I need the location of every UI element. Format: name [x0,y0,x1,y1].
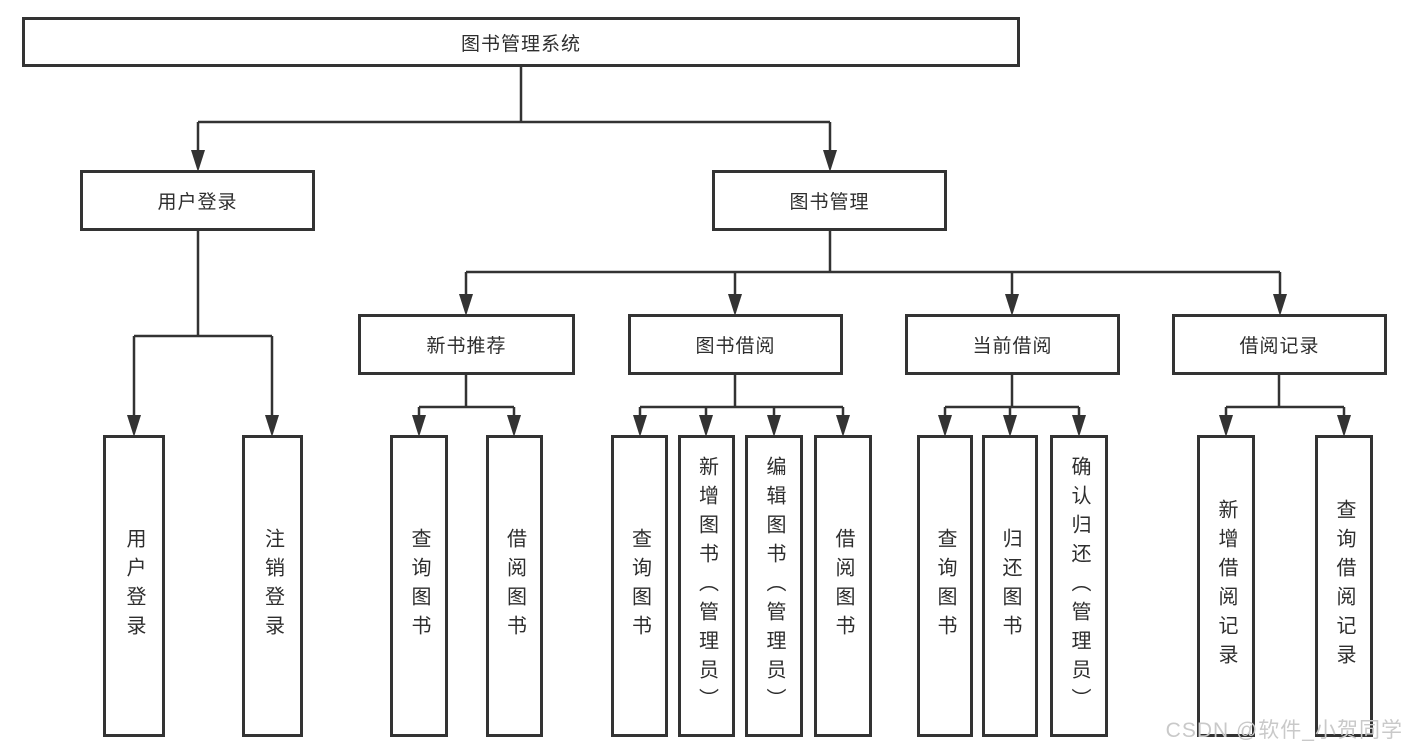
leaf-bb-borrow-books: 借阅图书 [814,435,872,737]
leaf-bb-edit-books-admin-label: 编辑图书（管理员） [763,455,785,717]
leaf-user-login-label: 用户登录 [123,528,145,644]
node-book-borrow: 图书借阅 [628,314,843,375]
leaf-nb-query-books-label: 查询图书 [408,528,430,644]
leaf-cb-return-books: 归还图书 [982,435,1038,737]
leaf-cb-return-books-label: 归还图书 [999,528,1021,644]
leaf-nb-borrow-books-label: 借阅图书 [503,528,526,644]
node-current-borrow: 当前借阅 [905,314,1120,375]
node-root: 图书管理系统 [22,17,1020,67]
node-borrow-records: 借阅记录 [1172,314,1387,375]
leaf-user-login: 用户登录 [103,435,165,737]
leaf-cb-query-books-label: 查询图书 [934,528,956,644]
leaf-cb-confirm-return-admin: 确认归还（管理员） [1050,435,1108,737]
leaf-br-add-record-label: 新增借阅记录 [1215,499,1237,673]
leaf-bb-edit-books-admin: 编辑图书（管理员） [745,435,803,737]
leaf-br-query-record-label: 查询借阅记录 [1333,499,1355,673]
leaf-cb-confirm-return-admin-label: 确认归还（管理员） [1068,455,1090,717]
leaf-bb-query-books: 查询图书 [611,435,668,737]
leaf-nb-query-books: 查询图书 [390,435,448,737]
leaf-br-add-record: 新增借阅记录 [1197,435,1255,737]
leaf-cb-query-books: 查询图书 [917,435,973,737]
node-new-book-recommend: 新书推荐 [358,314,575,375]
leaf-br-query-record: 查询借阅记录 [1315,435,1373,737]
leaf-bb-query-books-label: 查询图书 [628,528,651,644]
node-book-management: 图书管理 [712,170,947,231]
leaf-logout-label: 注销登录 [261,528,284,644]
watermark-text: CSDN @软件_小贺同学 [1165,719,1403,742]
leaf-nb-borrow-books: 借阅图书 [486,435,543,737]
leaf-bb-add-books-admin: 新增图书（管理员） [678,435,735,737]
leaf-logout: 注销登录 [242,435,303,737]
node-user-login: 用户登录 [80,170,315,231]
leaf-bb-add-books-admin-label: 新增图书（管理员） [695,455,718,717]
leaf-bb-borrow-books-label: 借阅图书 [832,528,854,644]
